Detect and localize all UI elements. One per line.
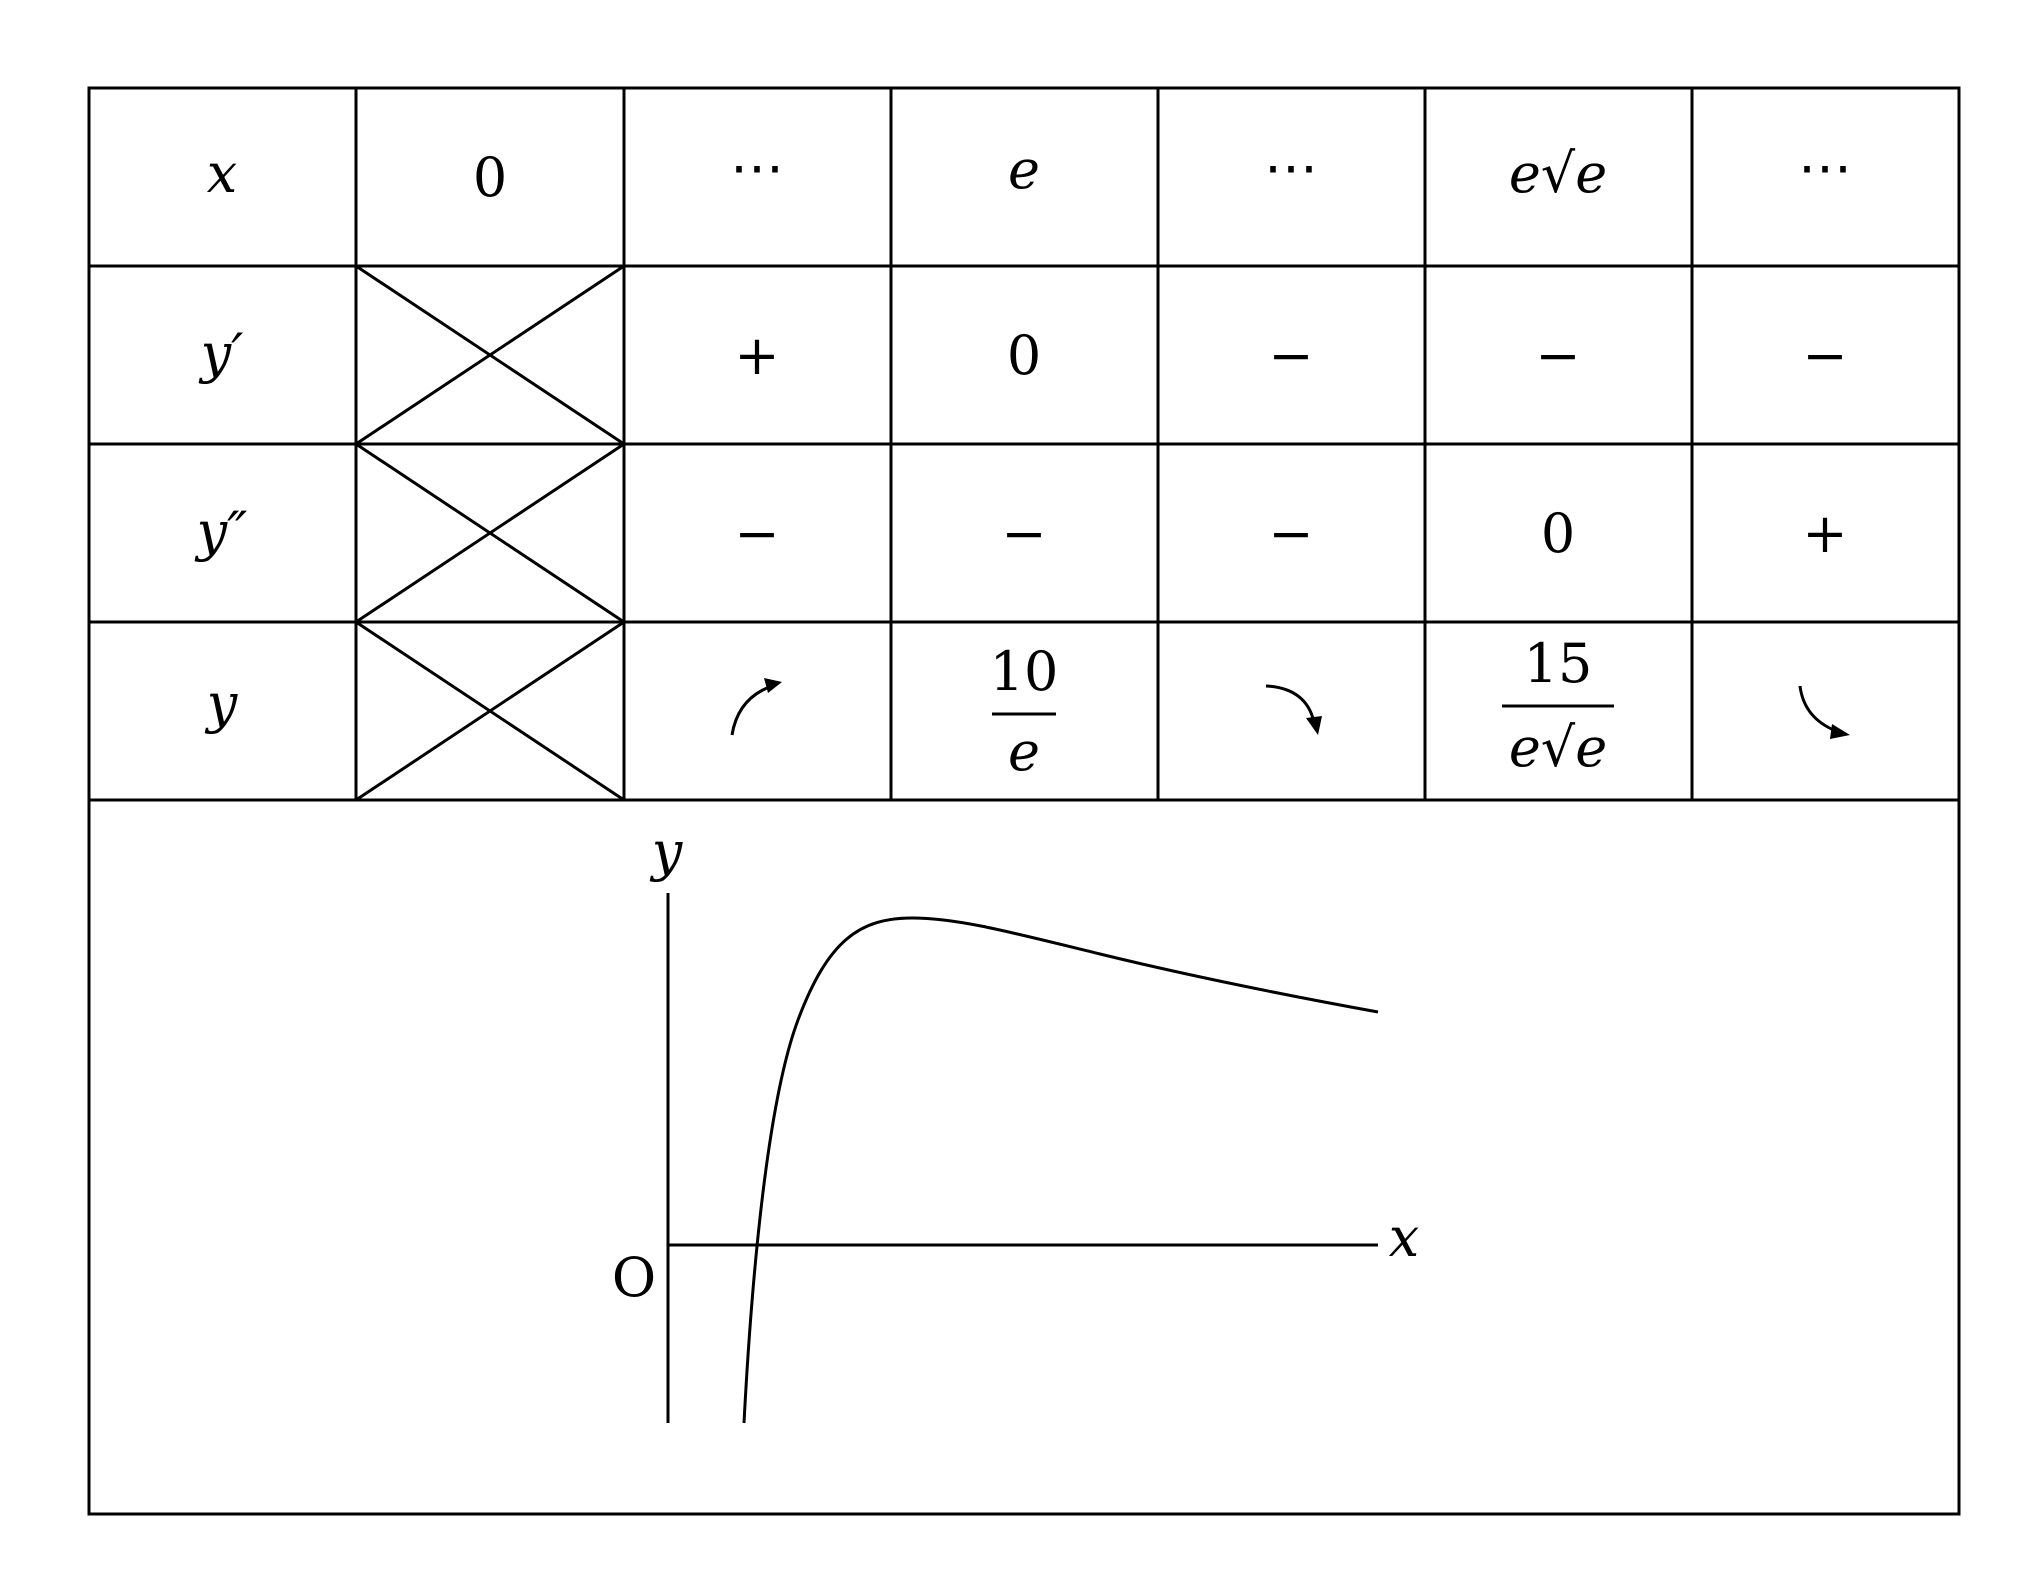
row-labels: x y′ y″ y — [195, 142, 248, 735]
y-row-values: 10 e 15 e√e — [730, 632, 1850, 783]
cross-line — [355, 442, 625, 624]
table-grid — [87, 86, 1961, 1516]
y-prime-row-values: + 0 − − − — [734, 324, 1847, 387]
y-double-prime-sign: + — [1802, 502, 1847, 565]
y-double-prime-sign: − — [1001, 502, 1046, 565]
increasing-arrow-icon — [730, 678, 782, 736]
origin-label: O — [612, 1246, 656, 1309]
y-double-prime-sign: − — [734, 502, 779, 565]
y-prime-sign: + — [734, 324, 779, 387]
fraction-numerator: 10 — [990, 640, 1059, 703]
x-value-e: e — [1008, 138, 1040, 201]
row-label-y: y — [205, 672, 239, 735]
x-value-ellipsis: ⋯ — [1264, 136, 1318, 199]
y-prime-sign: − — [1268, 324, 1313, 387]
y-prime-sign: − — [1535, 324, 1580, 387]
y-axis-label: y — [650, 820, 684, 883]
row-label-y-prime: y′ — [199, 322, 244, 385]
y-prime-sign: − — [1802, 324, 1847, 387]
x-value-ellipsis: ⋯ — [730, 136, 784, 199]
row-label-y-double-prime: y″ — [195, 500, 248, 563]
header-row-values: 0 ⋯ e ⋯ e√e ⋯ — [473, 136, 1852, 209]
fraction-numerator: 15 — [1524, 632, 1593, 695]
function-curve — [742, 916, 1379, 1424]
function-graph: y x O — [612, 820, 1419, 1424]
fraction-denominator: e√e — [1509, 716, 1607, 779]
x-value-e-sqrt-e: e√e — [1509, 142, 1607, 205]
y-double-prime-zero: 0 — [1541, 502, 1575, 565]
row-label-x: x — [207, 142, 237, 205]
fraction-fifteen-over-e-sqrt-e: 15 e√e — [1502, 632, 1614, 779]
x-value-zero: 0 — [473, 146, 507, 209]
cross-line — [355, 620, 625, 802]
decreasing-arrow-icon — [1265, 684, 1322, 735]
cross-line — [355, 264, 625, 446]
y-double-prime-sign: − — [1268, 502, 1313, 565]
y-prime-zero: 0 — [1007, 324, 1041, 387]
decreasing-convex-arrow-icon — [1798, 685, 1850, 739]
x-value-ellipsis: ⋯ — [1798, 136, 1852, 199]
crossed-cells — [355, 264, 625, 802]
fraction-ten-over-e: 10 e — [990, 640, 1059, 783]
x-axis-label: x — [1389, 1206, 1419, 1269]
y-double-prime-row-values: − − − 0 + — [734, 502, 1847, 565]
fraction-denominator: e — [1008, 720, 1040, 783]
